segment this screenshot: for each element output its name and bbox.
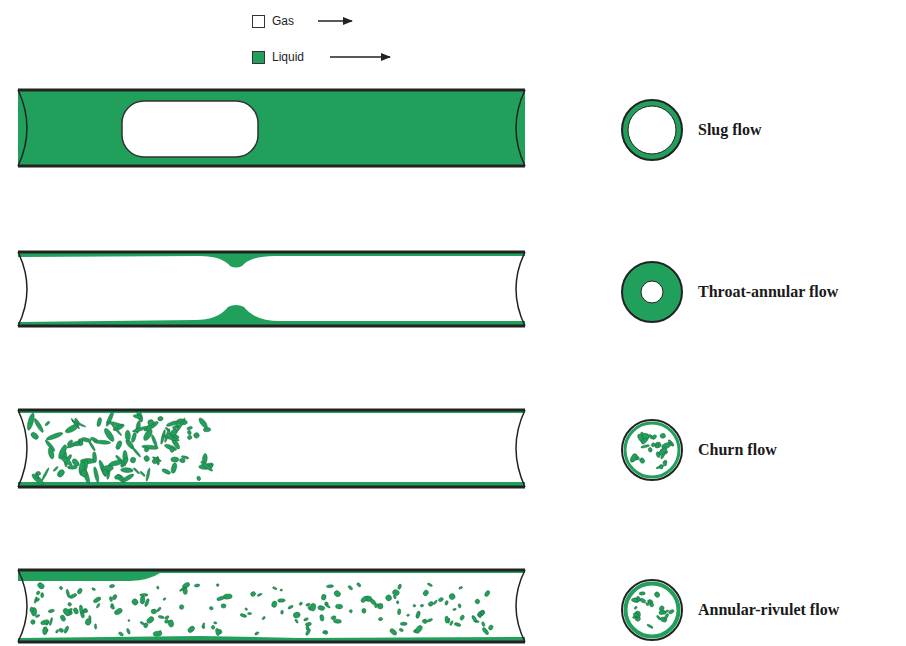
pipe-walls (18, 410, 525, 642)
churn-cross-section (622, 420, 682, 480)
legend-label: Liquid (272, 50, 304, 64)
flow-regime-label: Slug flow (698, 121, 762, 139)
throat-annular-cross-section (622, 262, 682, 322)
legend-arrow (330, 56, 390, 58)
slug-cross-section (622, 100, 682, 160)
legend-swatch (252, 51, 265, 64)
legend-swatch (252, 15, 265, 28)
churn-pipe (18, 409, 525, 487)
slug-pipe (18, 90, 525, 166)
flow-regime-label: Throat-annular flow (698, 283, 838, 301)
legend-entry: Gas (252, 14, 294, 28)
legend-entry: Liquid (252, 50, 304, 64)
flow-regime-label: Churn flow (698, 441, 777, 459)
flow-regime-label: Annular-rivulet flow (698, 601, 839, 619)
annular-rivulet-pipe (18, 570, 525, 642)
legend-arrow (318, 20, 352, 22)
throat-annular-pipe (18, 252, 525, 326)
annular-rivulet-cross-section (622, 580, 682, 640)
legend-label: Gas (272, 14, 294, 28)
